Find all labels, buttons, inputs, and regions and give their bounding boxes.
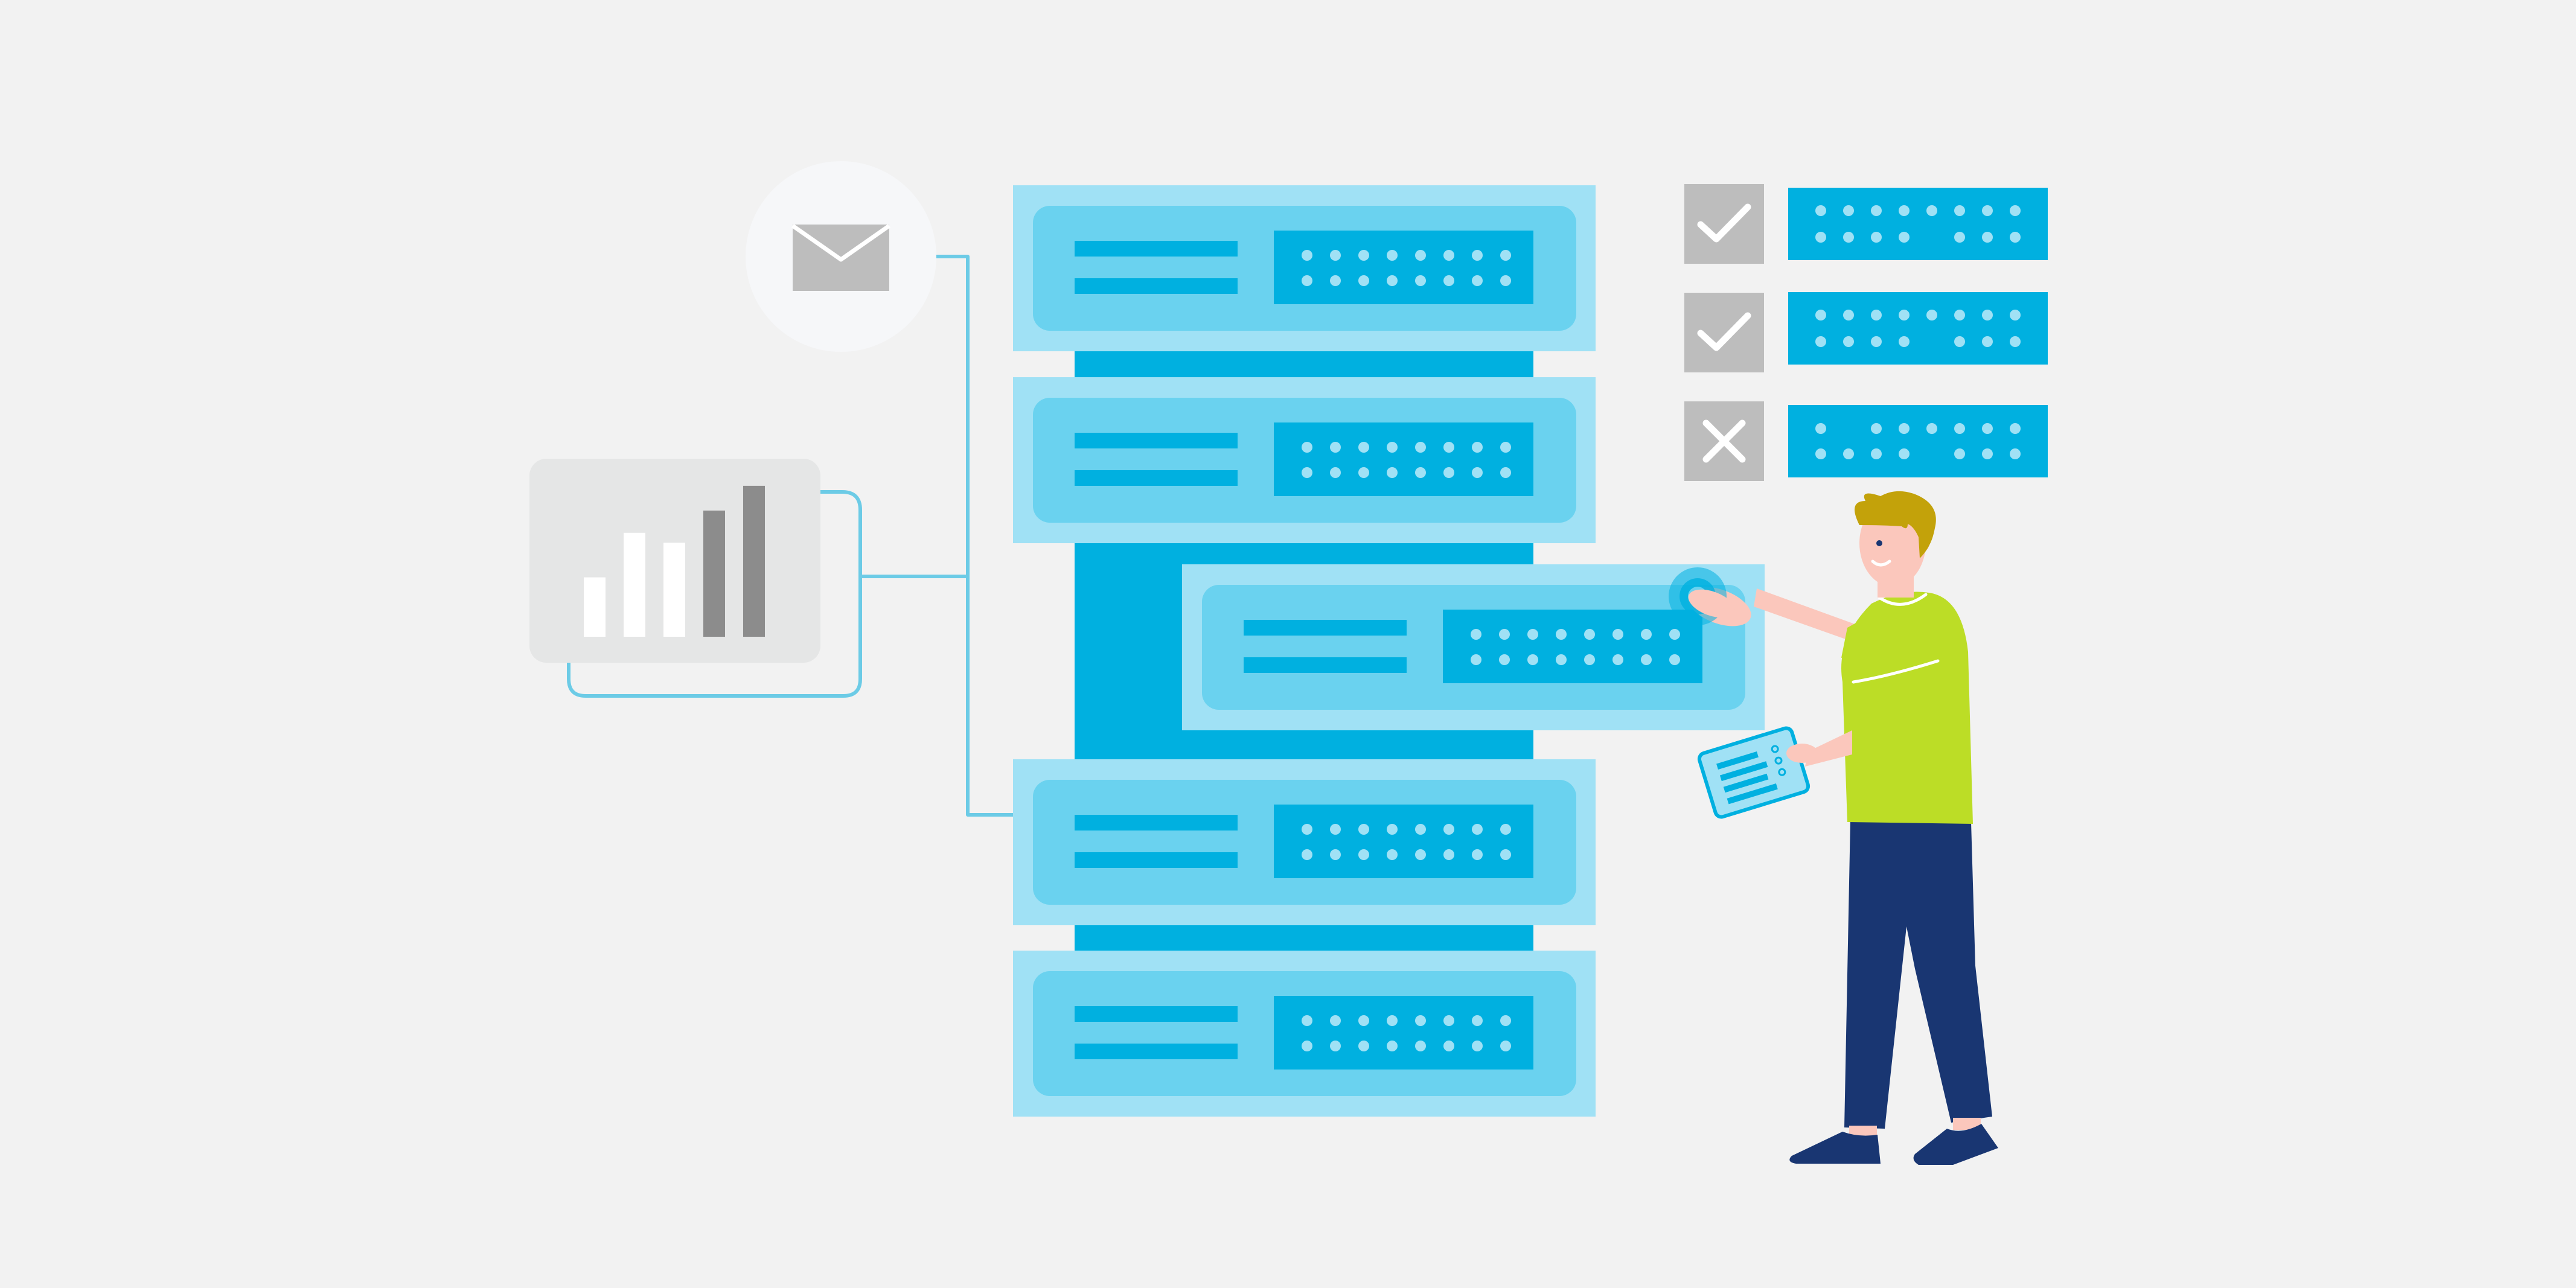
check-icon (1697, 203, 1751, 243)
server-unit-2 (1013, 377, 1596, 543)
status-row-2 (1684, 292, 2048, 372)
status-row-1 (1684, 184, 2048, 264)
person (1669, 491, 1998, 1165)
server-unit-5 (1013, 951, 1596, 1117)
check-box (1684, 184, 1764, 264)
person-arm-right (1754, 588, 1856, 640)
chart-bar (663, 543, 685, 637)
tablet-icon (1697, 726, 1811, 819)
person-shoe-right (1913, 1124, 1998, 1165)
status-bar (1788, 405, 2048, 477)
person-arm-left (1805, 730, 1852, 767)
server-unit-4 (1013, 759, 1596, 925)
server-unit-3-highlighted[interactable] (1182, 564, 1765, 730)
connector-lines (567, 255, 1014, 817)
person-shirt (1841, 591, 1973, 824)
x-icon (1702, 419, 1746, 463)
mail-bubble (746, 161, 936, 352)
chart-bar (703, 510, 725, 637)
analytics-card (529, 459, 820, 663)
server-unit-1 (1013, 185, 1596, 351)
status-checklist (1684, 184, 2048, 481)
status-row-3 (1684, 401, 2048, 481)
person-legs (1844, 821, 1992, 1129)
person-hair (1855, 491, 1936, 558)
chart-bar (584, 577, 606, 637)
person-shoe-left (1789, 1132, 1881, 1164)
chart-bar (743, 485, 765, 637)
envelope-icon (791, 224, 891, 291)
bar-chart-icon (584, 485, 765, 637)
chart-bar (624, 532, 645, 637)
check-box (1684, 293, 1764, 372)
check-icon (1697, 312, 1751, 351)
status-bar (1788, 188, 2048, 260)
status-bar (1788, 292, 2048, 365)
